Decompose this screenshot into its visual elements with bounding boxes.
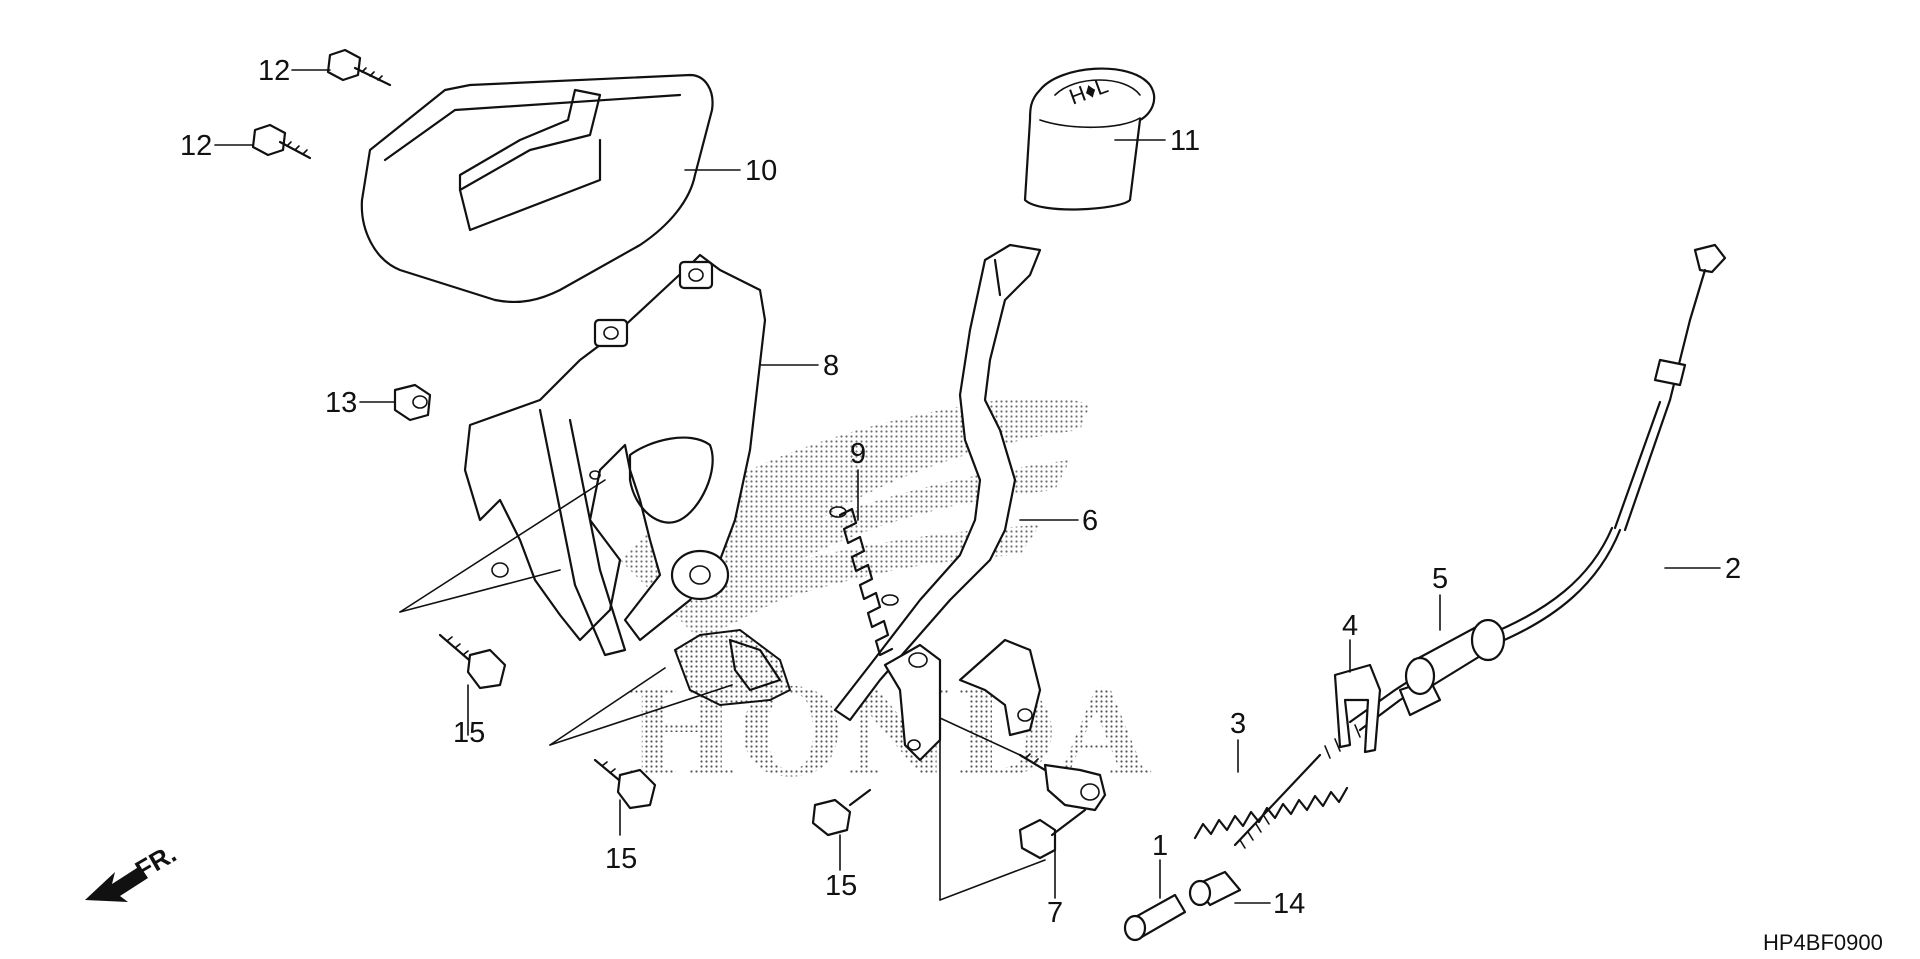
part-15-bolts [438,633,872,837]
label-7: 7 [1047,897,1063,929]
label-12: 12 [180,130,212,162]
label-4: 4 [1342,610,1358,642]
label-8: 8 [823,350,839,382]
part-8-bracket [463,253,767,657]
label-11: 11 [1170,125,1200,157]
part-7-joint [1018,753,1107,860]
part-5-grommet [1404,618,1506,696]
part-10-cover [360,73,714,304]
label-5: 5 [1432,563,1448,595]
part-2-cable [1233,243,1727,849]
part-12-bolts [251,48,392,160]
front-direction-indicator: FR. [85,838,181,902]
part-14-collar [1188,870,1242,907]
label-15-right: 15 [825,870,857,902]
front-arrow-icon [85,866,148,902]
label-12-top: 12 [258,55,290,87]
label-15-middle: 15 [605,843,637,875]
label-9: 9 [850,438,866,470]
label-15-left: 15 [453,717,485,749]
label-3: 3 [1230,708,1246,740]
part-1-pin [1123,893,1187,942]
part-4-clip [1333,663,1382,754]
part-9-spring [829,506,899,657]
part-11-knob: H♦L [1023,67,1156,211]
part-6-lever [833,243,1042,762]
part-3-spring [1193,786,1349,840]
label-2: 2 [1725,553,1741,585]
label-10: 10 [745,155,777,187]
label-13: 13 [325,387,357,419]
label-1: 1 [1152,830,1168,862]
label-14: 14 [1273,888,1305,920]
label-6: 6 [1082,505,1098,537]
leader-lines [214,69,1721,904]
part-13-nut [393,383,432,422]
diagram-code: HP4BF0900 [1763,930,1883,955]
part-labels: 12 12 10 8 13 11 9 6 2 5 4 3 1 14 7 15 1… [180,55,1741,929]
